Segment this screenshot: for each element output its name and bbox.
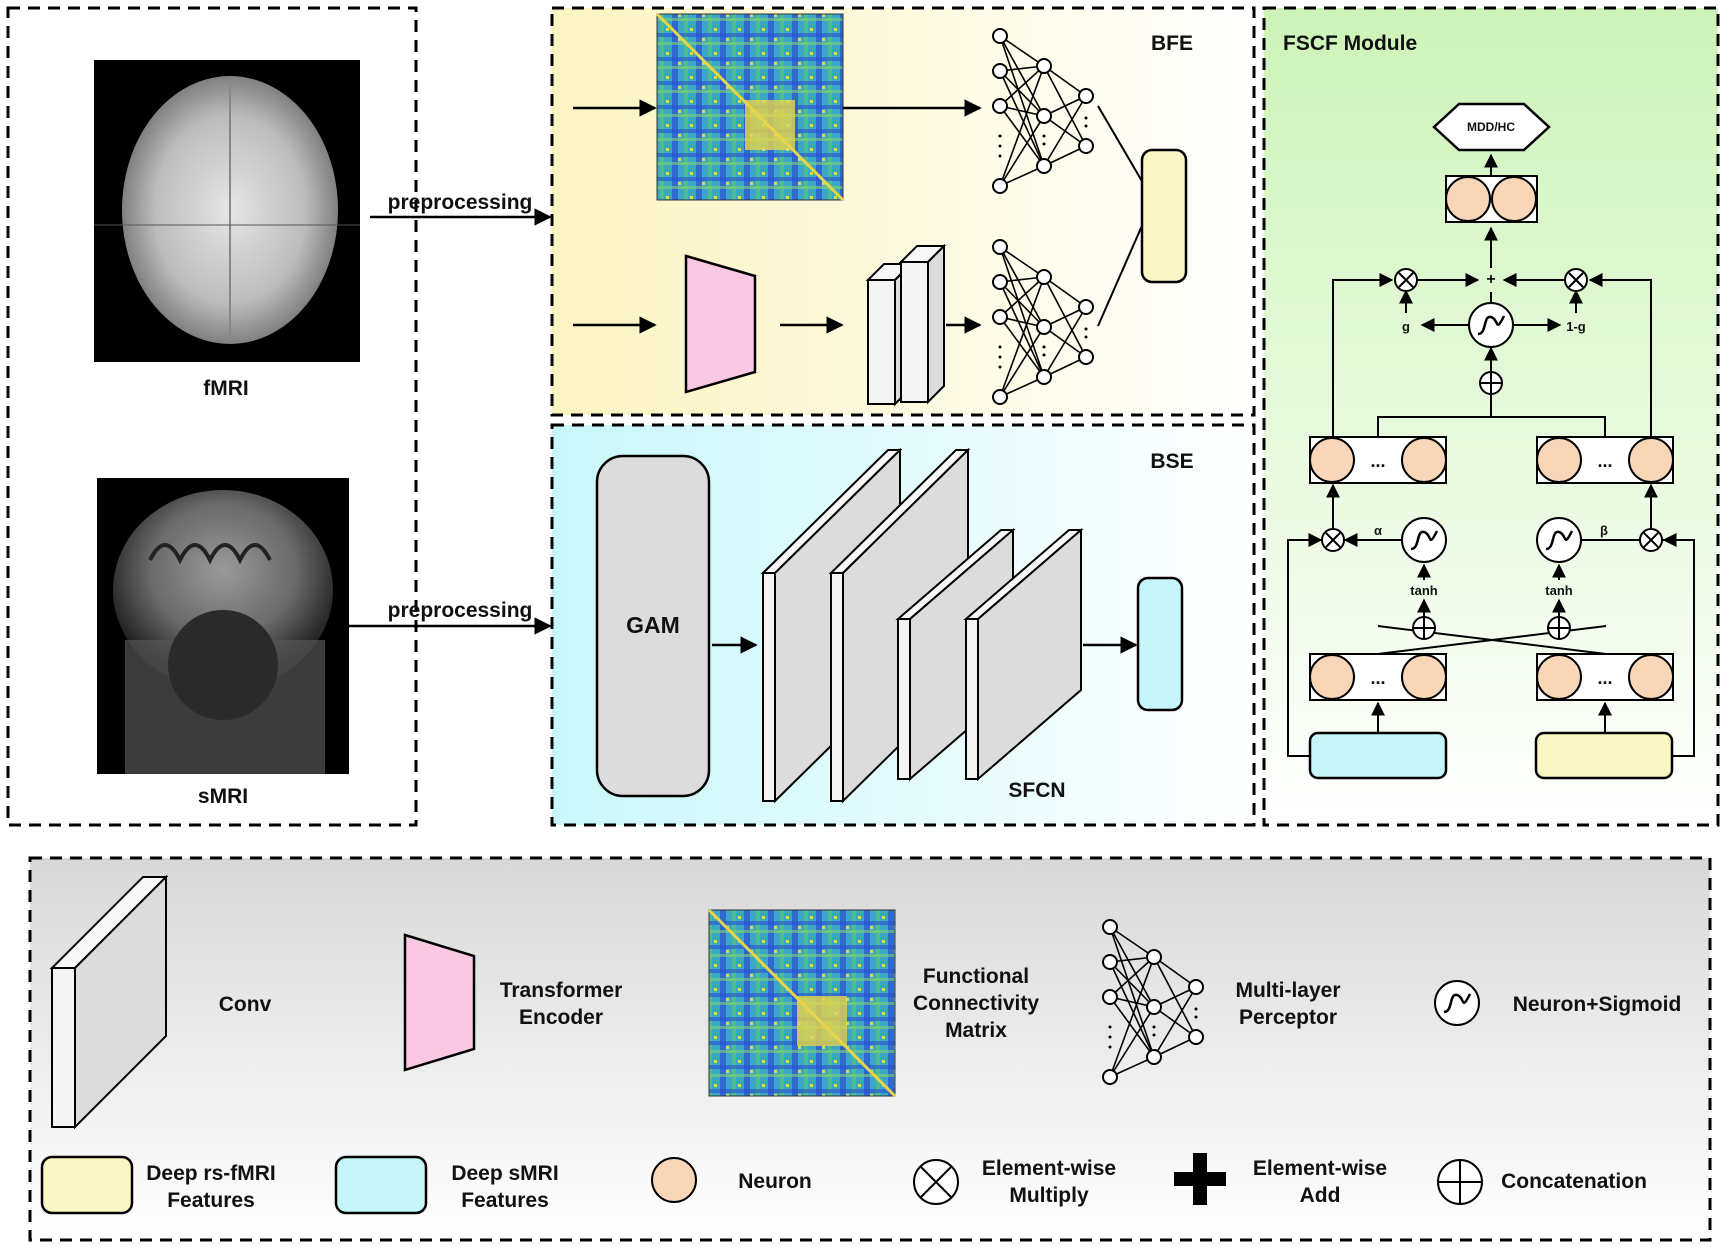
add-label: +: [1486, 271, 1495, 288]
preprocessing-label-top: preprocessing: [388, 191, 533, 214]
legend-conv-icon: [49, 874, 169, 1130]
alpha-label: α: [1374, 523, 1382, 538]
bfe-merge-line-bottom: [1097, 211, 1149, 327]
legend-fmri-feature-label-1: Deep rs-fMRI: [146, 1162, 276, 1185]
concat-icon-left: [1412, 616, 1436, 640]
output-label: MDD/HC: [1467, 120, 1515, 134]
ellipsis-lower-right: ...: [1597, 668, 1612, 688]
legend-transformer-label-2: Encoder: [519, 1006, 603, 1029]
fscf-title: FSCF Module: [1283, 32, 1417, 55]
legend-fc-label-2: Connectivity: [913, 992, 1039, 1015]
bse-feature-block: [1136, 576, 1184, 712]
functional-connectivity-matrix: [655, 12, 845, 202]
ellipsis-lower-left: ...: [1370, 668, 1385, 688]
legend-neuron-sigmoid-label: Neuron+Sigmoid: [1513, 993, 1682, 1016]
concat-icon-center: [1479, 371, 1503, 395]
legend-mlp-label-1: Multi-layer: [1235, 979, 1340, 1002]
legend-neuron-icon: [651, 1157, 697, 1203]
multiply-icon-right: [1639, 528, 1663, 552]
neuron-group-lower-right: [1536, 653, 1674, 701]
ellipsis-upper-right: ...: [1597, 451, 1612, 471]
neuron-group-upper-right: [1536, 436, 1674, 484]
sigmoid-icon-left: [1400, 516, 1448, 564]
fscf-fmri-feature: [1534, 731, 1674, 780]
legend-multiply-label-1: Element-wise: [982, 1157, 1116, 1180]
multiply-icon-top-left: [1394, 268, 1418, 292]
legend-fmri-feature-icon: [40, 1155, 134, 1215]
legend-transformer-label-1: Transformer: [500, 979, 623, 1002]
legend-add-label-1: Element-wise: [1253, 1157, 1387, 1180]
bfe-feature-block: [1140, 148, 1188, 284]
gate-label-1-g: 1-g: [1566, 319, 1586, 334]
concat-icon-right: [1547, 616, 1571, 640]
neuron-group-upper-left: [1309, 436, 1447, 484]
ellipsis-upper-left: ...: [1370, 451, 1385, 471]
legend-fc-label-1: Functional: [923, 965, 1029, 988]
legend-smri-feature-label-2: Features: [461, 1189, 549, 1212]
legend-transformer-icon: [403, 933, 476, 1072]
output-neurons: [1445, 175, 1538, 223]
output-diamond: [1432, 102, 1551, 152]
transformer-encoder: [684, 254, 757, 394]
legend-fc-matrix-icon: [707, 908, 897, 1098]
legend-sigmoid-icon: [1433, 979, 1481, 1027]
multiply-icon-top-right: [1564, 268, 1588, 292]
bfe-conv-blocks: [865, 243, 947, 407]
fmri-label: fMRI: [203, 377, 249, 400]
sigmoid-icon-right: [1535, 516, 1583, 564]
legend-multiply-label-2: Multiply: [1009, 1184, 1089, 1207]
smri-label: sMRI: [198, 785, 248, 808]
neuron-group-lower-left: [1309, 653, 1447, 701]
legend-add-label-2: Add: [1300, 1184, 1341, 1207]
preprocessing-label-bottom: preprocessing: [388, 599, 533, 622]
legend-conv-label: Conv: [219, 993, 272, 1016]
legend-add-icon: [1174, 1153, 1226, 1205]
beta-label: β: [1600, 523, 1608, 538]
legend-smri-feature-icon: [334, 1155, 428, 1215]
legend-neuron-label: Neuron: [738, 1170, 812, 1193]
fmri-image: [94, 60, 360, 362]
multiply-icon-left: [1321, 528, 1345, 552]
legend-concat-label: Concatenation: [1501, 1170, 1647, 1193]
tanh-left: tanh: [1410, 583, 1438, 598]
legend-mlp-label-2: Perceptor: [1239, 1006, 1337, 1029]
tanh-right: tanh: [1545, 583, 1573, 598]
legend-fc-label-3: Matrix: [945, 1019, 1007, 1042]
bfe-title: BFE: [1151, 32, 1193, 55]
legend-concat-icon: [1437, 1159, 1483, 1205]
gate-label-g: g: [1402, 319, 1410, 334]
legend-fmri-feature-label-2: Features: [167, 1189, 255, 1212]
fscf-smri-feature: [1308, 731, 1448, 780]
sfcn-conv-blocks: [760, 447, 1084, 804]
legend-smri-feature-label-1: Deep sMRI: [451, 1162, 558, 1185]
sigmoid-icon-gate: [1467, 301, 1515, 349]
legend-multiply-icon: [913, 1159, 959, 1205]
sfcn-label: SFCN: [1008, 779, 1065, 802]
smri-image: [97, 478, 349, 774]
gam-label: GAM: [626, 612, 680, 638]
bse-title: BSE: [1150, 450, 1193, 473]
gam-block: [595, 454, 711, 798]
